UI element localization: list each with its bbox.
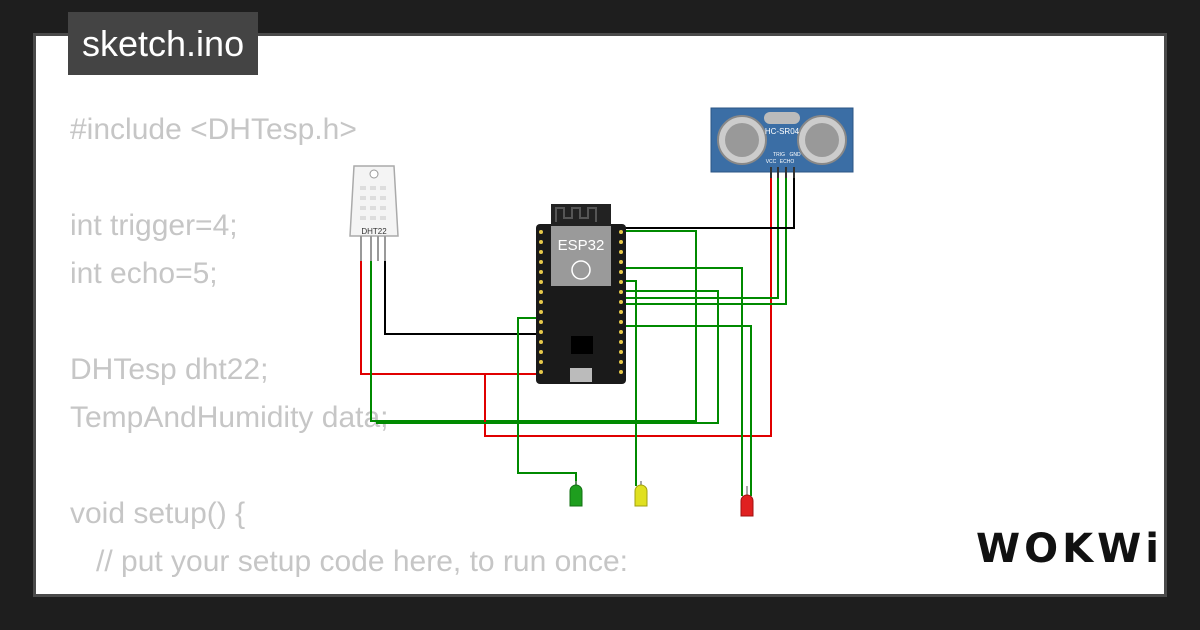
wire-sr04-trig: [624, 176, 779, 299]
dht22-label: DHT22: [361, 227, 387, 236]
code-line: #include <DHTesp.h>: [70, 113, 357, 146]
esp32-board[interactable]: ESP32: [536, 204, 626, 384]
wire-led-red-b: [376, 290, 719, 424]
wire-sr04-echo: [624, 176, 787, 305]
hc-sr04-pin-trig: TRIG: [773, 152, 785, 158]
hc-sr04-sensor[interactable]: HC-SR04 VCC TRIG ECHO GND: [710, 107, 854, 178]
led-yellow[interactable]: [634, 481, 648, 507]
wire-sr04-gnd: [624, 176, 795, 229]
circuit-diagram: DHT22 ESP32: [349, 107, 854, 517]
led-green[interactable]: [569, 481, 583, 507]
wire-led-red-c: [624, 325, 752, 496]
hc-sr04-pin-gnd: GND: [789, 152, 801, 158]
wokwi-logo: WOKWi: [976, 526, 1163, 572]
hc-sr04-pin-vcc: VCC: [766, 159, 777, 165]
hc-sr04-pin-echo: ECHO: [780, 159, 795, 165]
code-line: // put your setup code here, to run once…: [96, 545, 629, 578]
code-line: Serial.begin(115200);: [70, 586, 628, 594]
project-preview-card: #include <DHTesp.h> int trigger=4; int ech…: [33, 33, 1167, 597]
wire-led-green: [517, 317, 577, 491]
code-line: DHTesp dht22;: [70, 353, 269, 386]
wire-dht-data: [370, 230, 697, 422]
wire-dht-vcc: [360, 261, 536, 375]
wires: [360, 176, 795, 496]
code-line: TempAndHumidity data;: [70, 401, 389, 434]
dht22-sensor[interactable]: DHT22: [349, 165, 399, 261]
esp32-label: ESP32: [558, 237, 605, 254]
file-tab[interactable]: sketch.ino: [68, 12, 259, 75]
led-red[interactable]: [740, 486, 754, 517]
hc-sr04-label: HC-SR04: [765, 127, 800, 136]
wire-led-red-a: [624, 267, 743, 496]
code-line: int trigger=4;: [70, 209, 238, 242]
code-line: void setup() {: [70, 497, 246, 530]
code-preview: #include <DHTesp.h> int trigger=4; int ech…: [70, 106, 629, 594]
code-line: int echo=5;: [70, 257, 218, 290]
wire-sr04-vcc: [484, 176, 772, 437]
wire-dht-gnd: [384, 261, 536, 335]
wire-led-yellow: [624, 280, 637, 486]
